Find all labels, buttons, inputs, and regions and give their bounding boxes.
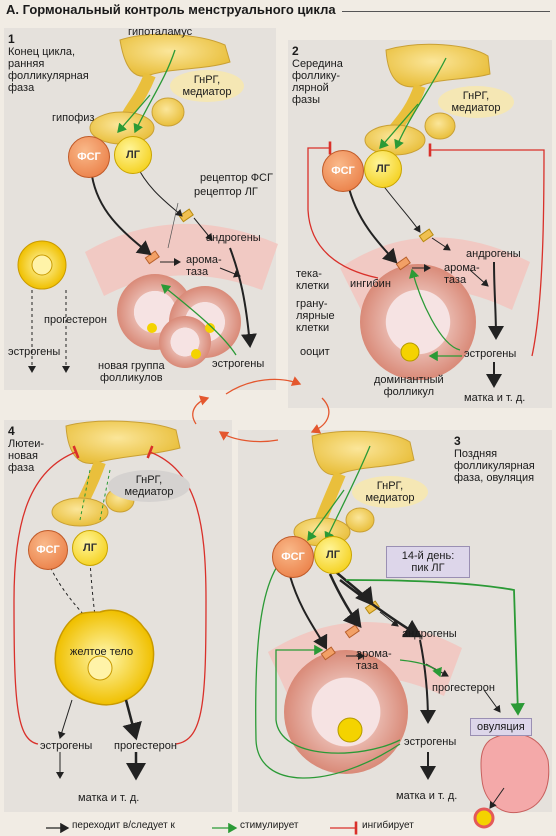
panel1-graphics: [17, 33, 278, 373]
aromatase-label-3: арома-таза: [356, 648, 392, 672]
title-rule: [342, 11, 550, 12]
ovulation-follicle: [480, 733, 550, 814]
estrogens-right-label: эстрогены: [212, 358, 265, 370]
aromatase-label-2: арома-таза: [444, 262, 480, 286]
legend-inhibits: ингибирует: [362, 820, 414, 831]
panel1-phase-2: ранняя: [8, 58, 45, 70]
estrogens-left-label: эстрогены: [8, 346, 61, 358]
panel2-number: 2: [292, 44, 299, 58]
panel3-number: 3: [454, 434, 461, 448]
panel2-graphics: [307, 43, 545, 388]
uterus-label-2: матка и т. д.: [464, 392, 526, 404]
panel4-number: 4: [8, 424, 15, 438]
oocyte-label: ооцит: [300, 346, 330, 358]
hypothalamus-label: гипоталамус: [128, 26, 193, 38]
panel4-graphics: [13, 420, 207, 781]
uterus-label-4: матка и т. д.: [78, 792, 140, 804]
figure-title: А. Гормональный контроль менструального …: [6, 2, 336, 17]
lh-peak-note: 14-й день:пик ЛГ: [386, 546, 470, 578]
gnrg-label-3: ГнРГ,медиатор: [365, 480, 415, 504]
receptor-lg-label: рецептор ЛГ: [194, 186, 258, 198]
theca-band: [85, 223, 278, 296]
legend-stimulates: стимулирует: [240, 820, 299, 831]
estrogens-label-2: эстрогены: [464, 348, 517, 360]
uterus-label-3: матка и т. д.: [396, 790, 458, 802]
follicle-3: [159, 316, 211, 368]
fsg-3: ФСГ: [272, 536, 314, 578]
androgens-label-1: андрогены: [206, 232, 261, 244]
lg-3: ЛГ: [314, 536, 352, 574]
gnrg-oval-4: ГнРГ,медиатор: [108, 470, 190, 502]
gnrg-label-2: ГнРГ,медиатор: [451, 90, 501, 114]
pituitary-label: гипофиз: [52, 112, 95, 124]
gnrg-oval-1: ГнРГ,медиатор: [170, 70, 244, 102]
panel1-number: 1: [8, 32, 15, 46]
lg-2: ЛГ: [364, 150, 402, 188]
corpus-luteum-label: желтое тело: [70, 646, 134, 658]
lg-1: ЛГ: [114, 136, 152, 174]
ovulation-box: овуляция: [470, 718, 532, 736]
lg-4: ЛГ: [72, 530, 108, 566]
estrogens-label-4: эстрогены: [40, 740, 93, 752]
panel3-graphics: [255, 430, 550, 829]
cycle-arrows: [192, 376, 330, 443]
fsg-1: ФСГ: [68, 136, 110, 178]
progesterone-label-1: прогестерон: [44, 314, 107, 326]
androgens-label-3: андрогены: [402, 628, 457, 640]
gnrg-label-4: ГнРГ,медиатор: [124, 474, 174, 498]
estrogens-label-3: эстрогены: [404, 736, 457, 748]
gnrg-oval-3: ГнРГ,медиатор: [352, 476, 428, 508]
legend-follows: переходит в/следует к: [72, 820, 175, 831]
panel1-phase-4: фаза: [8, 82, 35, 94]
theca-label: тека-клетки: [296, 268, 330, 292]
preovulatory-follicle: [284, 650, 408, 774]
panel1-phase-1: Конец цикла,: [8, 46, 76, 58]
gnrg-label-1: ГнРГ,медиатор: [182, 74, 232, 98]
progesterone-label-3: прогестерон: [432, 682, 495, 694]
hypothalamus-shape: [119, 33, 231, 77]
gnrg-oval-2: ГнРГ,медиатор: [438, 86, 514, 118]
fsg-4: ФСГ: [28, 530, 68, 570]
panel1-phase-3: фолликулярная: [8, 70, 89, 82]
androgens-label-2: андрогены: [466, 248, 521, 260]
fsg-2: ФСГ: [322, 150, 364, 192]
inhibin-label: ингибин: [350, 278, 391, 290]
dominant-follicle: [360, 264, 476, 380]
aromatase-label-1: арома-таза: [186, 254, 222, 278]
progesterone-label-4: прогестерон: [114, 740, 177, 752]
receptor-fsg-label: рецептор ФСГ: [200, 172, 273, 184]
